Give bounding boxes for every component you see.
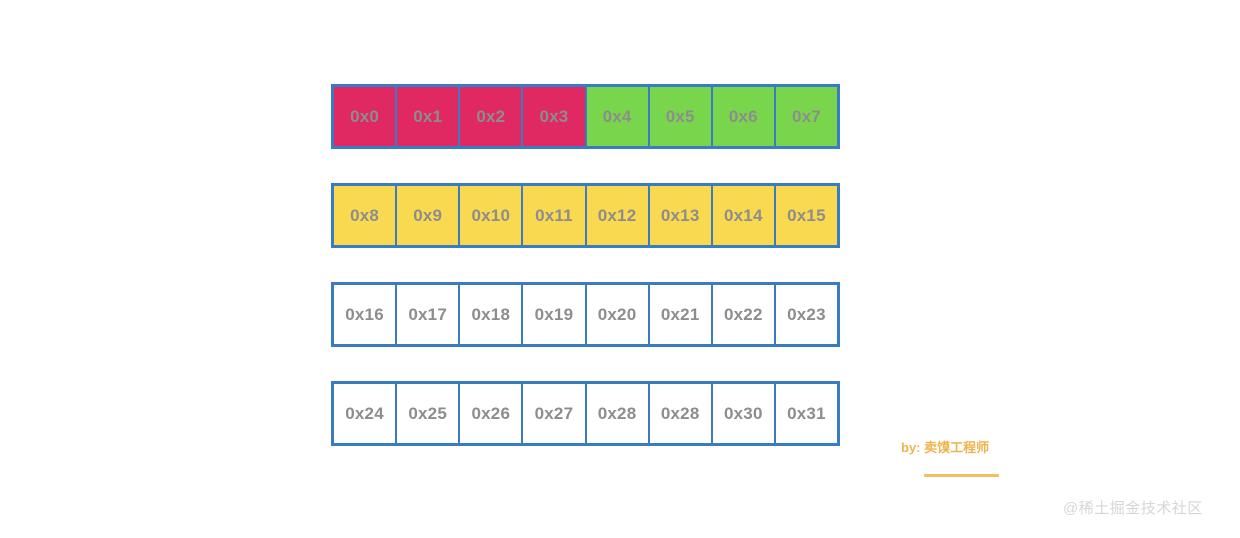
memory-cell: 0x13 xyxy=(648,186,712,245)
memory-cell: 0x14 xyxy=(711,186,775,245)
memory-cell: 0x28 xyxy=(648,384,712,443)
memory-cell: 0x2 xyxy=(459,87,523,146)
memory-cell: 0x25 xyxy=(396,384,460,443)
memory-cell: 0x23 xyxy=(774,285,837,344)
memory-cell: 0x20 xyxy=(585,285,649,344)
memory-cell: 0x5 xyxy=(648,87,712,146)
author-signature: by: 卖馍工程师 xyxy=(901,440,990,455)
site-watermark: @稀土掘金技术社区 xyxy=(1063,500,1203,517)
memory-cell: 0x15 xyxy=(774,186,837,245)
memory-cell: 0x18 xyxy=(459,285,523,344)
memory-cell: 0x30 xyxy=(711,384,775,443)
memory-cell: 0x17 xyxy=(396,285,460,344)
memory-cell: 0x11 xyxy=(522,186,586,245)
memory-cell: 0x27 xyxy=(522,384,586,443)
memory-cell: 0x8 xyxy=(334,186,397,245)
memory-cell: 0x4 xyxy=(585,87,649,146)
memory-cell: 0x28 xyxy=(585,384,649,443)
signature-block: by: 卖馍工程师 xyxy=(901,440,1081,477)
memory-cell: 0x0 xyxy=(334,87,397,146)
signature-divider xyxy=(924,473,999,477)
memory-cell: 0x10 xyxy=(459,186,523,245)
memory-cell: 0x7 xyxy=(774,87,837,146)
memory-cell: 0x21 xyxy=(648,285,712,344)
memory-cell: 0x31 xyxy=(774,384,837,443)
memory-cell: 0x16 xyxy=(334,285,397,344)
memory-cell: 0x24 xyxy=(334,384,397,443)
memory-cell: 0x22 xyxy=(711,285,775,344)
memory-cell: 0x26 xyxy=(459,384,523,443)
memory-cell: 0x6 xyxy=(711,87,775,146)
memory-cell: 0x19 xyxy=(522,285,586,344)
memory-cell: 0x9 xyxy=(396,186,460,245)
memory-cell: 0x12 xyxy=(585,186,649,245)
memory-cell: 0x3 xyxy=(522,87,586,146)
memory-cell: 0x1 xyxy=(396,87,460,146)
